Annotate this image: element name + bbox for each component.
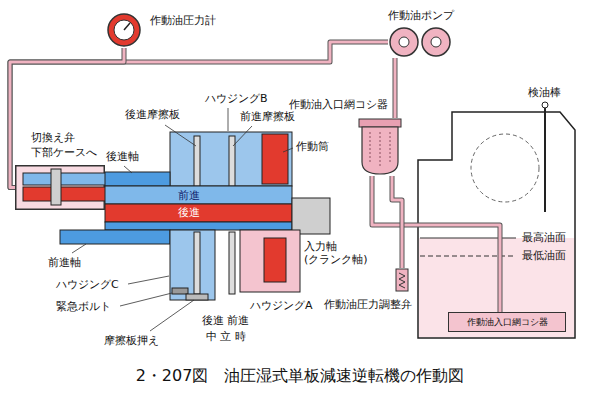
leader-line (120, 293, 172, 306)
plate-retainer (186, 294, 208, 300)
leader-line (165, 125, 196, 146)
pipe-oil (394, 58, 397, 118)
strainer-body (362, 127, 398, 174)
oil-fill (419, 238, 574, 337)
emergency-bolt (172, 288, 188, 294)
inlet-strainer-shape (358, 118, 402, 176)
inlet-strainer: 作動油入口網コシ器 (358, 118, 402, 176)
oil-pump: 作動油ポンプ (388, 26, 452, 58)
part-label: 前進摩擦板 (240, 110, 295, 123)
valve-spool (51, 169, 61, 205)
part-label: 後進摩擦板 (125, 108, 180, 121)
pump-gear (422, 28, 450, 56)
leader-line (283, 148, 293, 152)
pipe-oil (372, 176, 500, 312)
leader-line (128, 276, 169, 284)
part-label: 作動油圧力調整弁 (324, 298, 412, 311)
valve-body (396, 269, 408, 291)
leader-line (233, 126, 252, 146)
valve-spring (399, 273, 405, 288)
housing-a (240, 230, 300, 292)
pipe-wall (392, 176, 402, 268)
pipe-wall (393, 58, 398, 118)
gauge-dial (114, 20, 134, 40)
oil-pump-shape (388, 26, 452, 58)
part-label: 摩擦板押え (104, 334, 159, 347)
reverse-shaft (105, 172, 170, 186)
state-label: 中 立 時 (206, 330, 246, 343)
part-label: ハウジングC (56, 278, 119, 291)
part-label: 検油棒 (528, 86, 561, 99)
shaft-lower (105, 222, 292, 230)
pipe-wall (372, 176, 500, 312)
level-label: 最高油面 (522, 231, 566, 244)
oil-pipe (392, 176, 402, 268)
part-label: ハウジングA (250, 299, 313, 312)
leader-line (124, 166, 132, 173)
switch-valve: 切換え弁下部ケースへ (15, 165, 105, 210)
dipstick-handle (542, 102, 548, 108)
state-label: 後進 前進 (202, 314, 250, 327)
strainer-mesh (370, 132, 390, 168)
leader-line (72, 244, 86, 253)
switch-valve-shape (15, 165, 105, 210)
valve-passage (23, 173, 105, 185)
pressure-gauge: 作動油圧力計 (106, 12, 142, 48)
shaft-forward-passage (105, 186, 292, 204)
level-label: 最低油面 (522, 249, 566, 262)
input-shaft (292, 198, 330, 234)
part-label: 作動油ポンプ (388, 9, 454, 22)
friction-plate (229, 232, 235, 294)
oil-pipe (395, 58, 396, 118)
sump-strainer: 作動油入口網コシ器 (448, 312, 566, 332)
pressure-regulating-valve: 作動油圧力調整弁 (392, 268, 412, 294)
friction-plate (229, 136, 235, 186)
part-label: 前進軸 (48, 256, 81, 269)
figure-caption: 2・207図 油圧湿式単板減速逆転機の作動図 (0, 366, 600, 387)
oil-chamber (264, 238, 286, 282)
pump-gear (390, 28, 418, 56)
part-label: ハウジングB (205, 92, 268, 105)
valve-passage (23, 187, 105, 201)
pressure-gauge-shape (106, 12, 142, 48)
gear-outline (471, 134, 539, 202)
cylinder (262, 134, 288, 184)
part-label: 切換え弁 (31, 131, 75, 144)
pump-hub (399, 37, 409, 47)
passage-label: 前進 (178, 189, 200, 202)
leader-lines (72, 108, 293, 331)
leader-line (150, 300, 194, 331)
part-label: 下部ケースへ (31, 146, 97, 159)
part-label: 作動油入口網コシ器 (289, 98, 388, 111)
leader-line (228, 108, 229, 131)
gauge-needle (124, 23, 130, 30)
dipstick (544, 104, 546, 212)
forward-shaft (60, 230, 170, 244)
shaft-reverse-passage (105, 204, 292, 222)
housing-b (170, 132, 292, 186)
box-text: 作動油入口網コシ器 (467, 317, 548, 328)
pressure-regulating-valve-shape (392, 268, 412, 294)
friction-plate (194, 136, 200, 186)
passage-label: 後進 (178, 206, 200, 219)
pipe-oil (392, 176, 402, 268)
friction-plate (194, 232, 200, 294)
housing-c (170, 230, 215, 300)
clutch-assembly (60, 132, 330, 300)
gauge-body (108, 14, 140, 46)
oil-tank (418, 102, 575, 338)
oil-pipe (372, 176, 500, 312)
part-label: 緊急ボルト (56, 300, 111, 313)
strainer-lid (359, 119, 401, 127)
part-label: 作動油圧力計 (150, 14, 216, 27)
pump-hub (431, 37, 441, 47)
part-label: 作動筒 (296, 140, 329, 153)
part-label: 後進軸 (106, 150, 139, 163)
part-label: 入力軸 (クランク軸) (304, 240, 379, 266)
valve-body (16, 166, 105, 210)
